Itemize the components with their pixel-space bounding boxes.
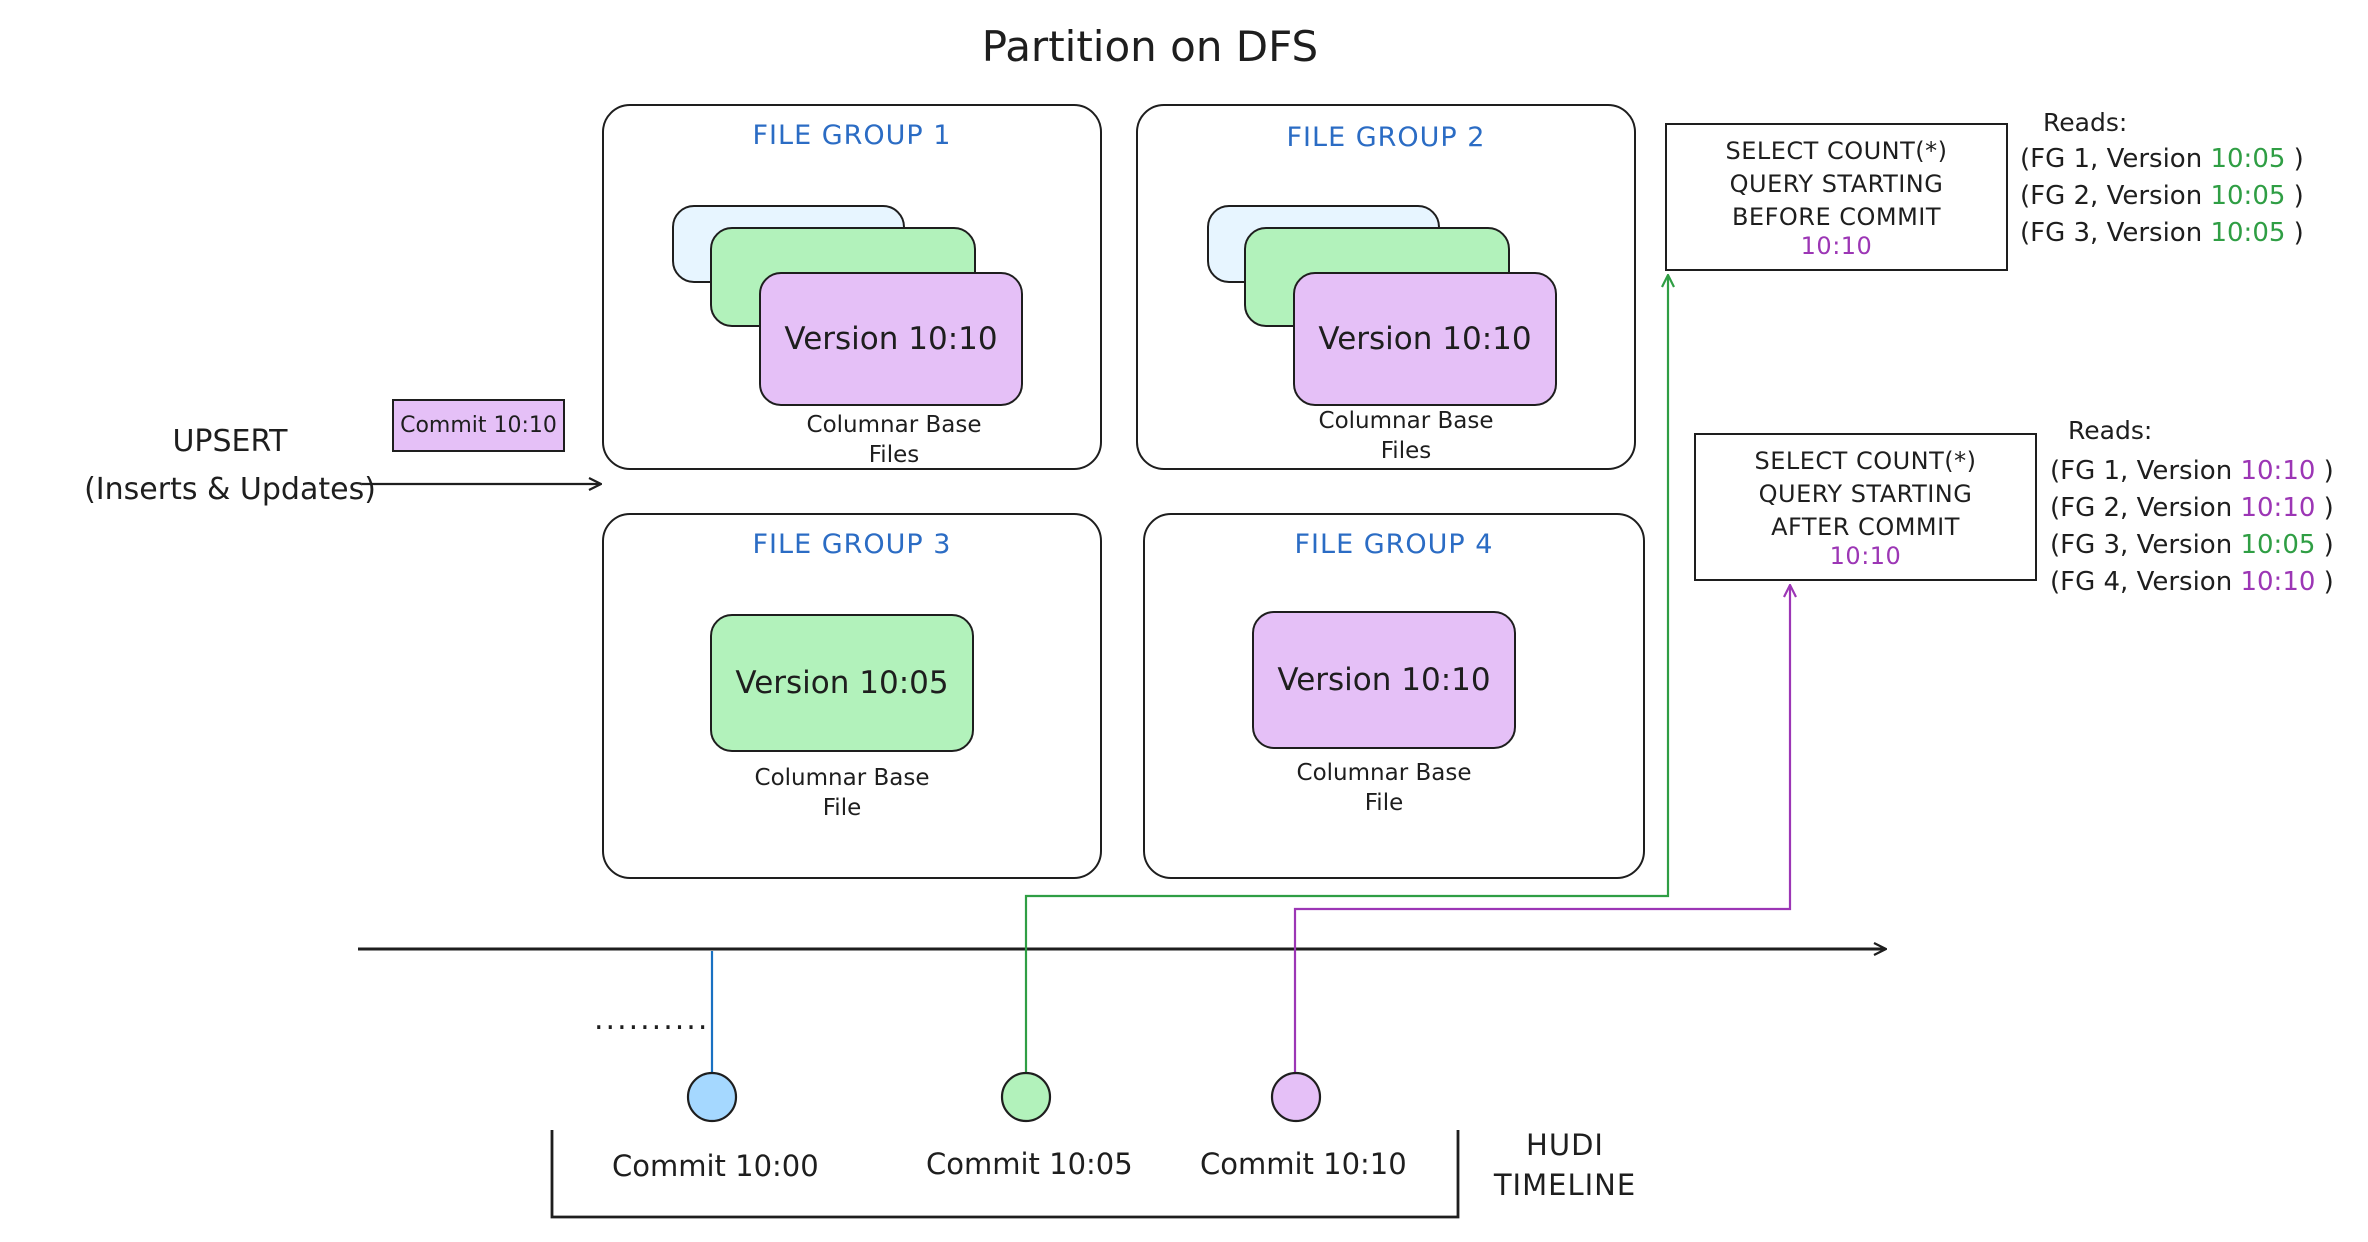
query-before-commit-box: SELECT COUNT(*) QUERY STARTING BEFORE CO… (1665, 123, 2008, 271)
file-caption: Columnar Base File (1234, 758, 1534, 818)
read-entry: (FG 1, Version 10:10 ) (2050, 453, 2368, 490)
upsert-line-1: UPSERT (172, 424, 288, 459)
commit-circle-1005 (1000, 1071, 1052, 1123)
file-group-2-panel: FILE GROUP 2 Version 10:10 Columnar Base… (1136, 104, 1636, 470)
hudi-label-line-2: TIMELINE (1493, 1168, 1637, 1202)
read-prefix: (FG 3, Version (2050, 530, 2233, 560)
read-suffix: ) (2323, 493, 2334, 523)
read-prefix: (FG 1, Version (2050, 456, 2233, 486)
file-caption: Columnar Base File (692, 763, 992, 823)
commit-circle-1000 (686, 1071, 738, 1123)
file-caption-line-1: Columnar Base (1296, 760, 1472, 786)
query-line: BEFORE COMMIT (1731, 203, 1942, 231)
diagram-title: Partition on DFS (981, 22, 1319, 71)
green-connector (1024, 276, 1668, 1073)
file-caption-line-2: Files (1380, 438, 1432, 464)
file-version-latest: Version 10:05 (710, 614, 974, 752)
read-entry: (FG 3, Version 10:05 ) (2020, 215, 2368, 252)
read-prefix: (FG 3, Version (2020, 218, 2203, 248)
read-prefix: (FG 2, Version (2050, 493, 2233, 523)
file-version-latest: Version 10:10 (1293, 272, 1557, 406)
file-caption-line-2: Files (868, 442, 920, 468)
query-time: 10:10 (1829, 542, 1902, 570)
file-caption: Columnar Base Files (1256, 406, 1556, 466)
file-group-3-panel: FILE GROUP 3 Version 10:05 Columnar Base… (602, 513, 1102, 879)
read-version: 10:05 (2210, 218, 2286, 248)
commit-badge: Commit 10:10 (392, 399, 565, 452)
file-caption-line-1: Columnar Base (754, 765, 930, 791)
read-prefix: (FG 2, Version (2020, 181, 2203, 211)
query-line: SELECT COUNT(*) (1725, 137, 1948, 165)
file-caption-line-1: Columnar Base (806, 412, 982, 438)
file-version-latest: Version 10:10 (759, 272, 1023, 406)
read-entry: (FG 2, Version 10:05 ) (2020, 178, 2368, 215)
read-entry: (FG 2, Version 10:10 ) (2050, 490, 2368, 527)
reads-heading: Reads: (2068, 416, 2153, 445)
upsert-label: UPSERT (Inserts & Updates) (20, 418, 440, 514)
file-caption-line-2: File (1364, 790, 1404, 816)
file-group-title: FILE GROUP 1 (752, 120, 952, 151)
file-group-title: FILE GROUP 4 (1294, 529, 1494, 560)
commit-label-1000: Commit 10:00 (612, 1149, 819, 1183)
purple-connector (1293, 586, 1790, 1073)
file-group-4-panel: FILE GROUP 4 Version 10:10 Columnar Base… (1143, 513, 1645, 879)
read-entry: (FG 4, Version 10:10 ) (2050, 564, 2368, 601)
read-entry: (FG 1, Version 10:05 ) (2020, 141, 2368, 178)
read-version: 10:05 (2240, 530, 2316, 560)
query-after-commit-box: SELECT COUNT(*) QUERY STARTING AFTER COM… (1694, 433, 2037, 581)
query-line: QUERY STARTING (1758, 480, 1973, 508)
reads-before-list: (FG 1, Version 10:05 ) (FG 2, Version 10… (2020, 141, 2368, 252)
timeline-bracket (550, 1130, 1460, 1219)
read-version: 10:10 (2240, 456, 2316, 486)
timeline-ellipsis: .......... (594, 1002, 710, 1037)
hudi-timeline-label: HUDI TIMELINE (1470, 1125, 1660, 1205)
read-version: 10:10 (2240, 567, 2316, 597)
file-caption: Columnar Base Files (744, 410, 1044, 470)
read-entry: (FG 3, Version 10:05 ) (2050, 527, 2368, 564)
read-suffix: ) (2293, 218, 2304, 248)
read-suffix: ) (2323, 456, 2334, 486)
query-line: QUERY STARTING (1729, 170, 1944, 198)
file-group-title: FILE GROUP 3 (752, 529, 952, 560)
read-suffix: ) (2293, 144, 2304, 174)
file-group-1-panel: FILE GROUP 1 Version 10:10 Columnar Base… (602, 104, 1102, 470)
hudi-label-line-1: HUDI (1526, 1128, 1604, 1162)
commit-circle-1010 (1270, 1071, 1322, 1123)
reads-after-list: (FG 1, Version 10:10 ) (FG 2, Version 10… (2050, 453, 2368, 601)
commit-label-1005: Commit 10:05 (926, 1147, 1133, 1181)
query-time: 10:10 (1800, 232, 1873, 260)
file-version-latest: Version 10:10 (1252, 611, 1516, 749)
file-group-title: FILE GROUP 2 (1286, 122, 1486, 153)
query-line: AFTER COMMIT (1771, 513, 1960, 541)
file-caption-line-2: File (822, 795, 862, 821)
read-suffix: ) (2323, 530, 2334, 560)
commit-label-1010: Commit 10:10 (1200, 1147, 1407, 1181)
read-prefix: (FG 1, Version (2020, 144, 2203, 174)
upsert-line-2: (Inserts & Updates) (84, 472, 376, 507)
reads-heading: Reads: (2043, 108, 2128, 137)
read-suffix: ) (2293, 181, 2304, 211)
read-suffix: ) (2323, 567, 2334, 597)
file-caption-line-1: Columnar Base (1318, 408, 1494, 434)
read-version: 10:05 (2210, 181, 2286, 211)
read-prefix: (FG 4, Version (2050, 567, 2233, 597)
read-version: 10:05 (2210, 144, 2286, 174)
read-version: 10:10 (2240, 493, 2316, 523)
query-line: SELECT COUNT(*) (1754, 447, 1977, 475)
